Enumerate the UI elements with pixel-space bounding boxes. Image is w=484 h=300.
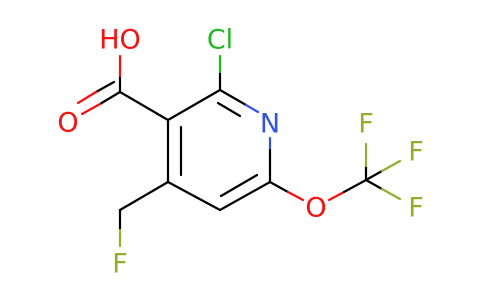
atom-o-ether: O — [305, 193, 326, 224]
bond-cf3-f2-b — [380, 159, 402, 173]
bond-c5-c4b — [166, 180, 222, 212]
atom-f3: F — [408, 193, 424, 224]
bond-cf3-f2-a — [364, 169, 384, 182]
bond-ccarb-o-b — [80, 102, 102, 116]
bond-c4b-ch2 — [118, 180, 170, 212]
atom-cl: Cl — [207, 25, 233, 56]
bond-cf3-f3-b — [380, 187, 402, 201]
bond-c6-c5-inner — [219, 173, 259, 198]
bond-o-cf3-a — [327, 190, 346, 202]
bond-c6-c5 — [218, 180, 272, 212]
bond-cf3-f3-a — [364, 178, 384, 191]
bond-c2-n-half — [244, 103, 260, 114]
bond-ccarb-o-d — [76, 90, 98, 105]
atom-oh: HO — [99, 25, 141, 56]
atom-o-carbonyl: O — [57, 108, 78, 139]
bond-o-cf3-b — [342, 178, 368, 194]
atom-f1: F — [358, 109, 374, 140]
bond-ccarb-o-a — [98, 90, 122, 106]
atom-f2: F — [408, 137, 424, 168]
bond-c2-n-inner — [216, 101, 242, 118]
atom-f-methyl: F — [112, 249, 128, 280]
bond-c6-o-b — [286, 190, 305, 202]
bond-c6-o-a — [268, 180, 290, 194]
bond-c4-c3 — [166, 88, 222, 122]
bond-ccarb-o-c — [94, 80, 116, 94]
bond-c4-ccarb — [118, 90, 170, 122]
atom-n: N — [260, 109, 280, 140]
bond-c2-n — [218, 88, 248, 107]
